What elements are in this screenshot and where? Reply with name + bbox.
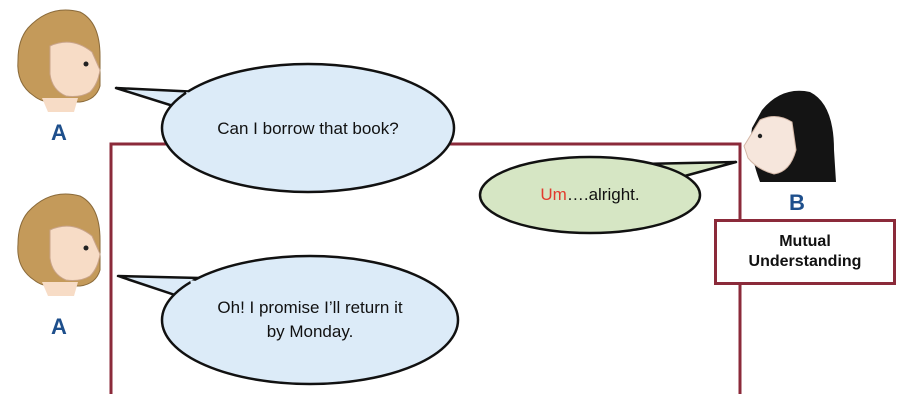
reply-speech-bubble [478, 155, 738, 235]
speaker-a-top-label: A [51, 120, 67, 145]
promise-speech-bubble [116, 254, 460, 386]
hesitation-word: Um [540, 185, 567, 204]
reply-rest: ….alright. [566, 185, 640, 204]
speaker-b-label: B [789, 190, 805, 215]
promise-line-1: Oh! I promise I’ll return it [217, 298, 403, 317]
mutual-understanding-line-1: Mutual [779, 233, 831, 250]
promise-text: Oh! I promise I’ll return it by Monday. [170, 296, 450, 344]
person-a-bottom-avatar [17, 193, 101, 296]
request-text: Can I borrow that book? [217, 119, 399, 138]
speaker-a-bottom-label: A [51, 314, 67, 339]
mutual-understanding-line-2: Understanding [748, 253, 862, 270]
request-speech-bubble [114, 62, 456, 194]
promise-line-2: by Monday. [266, 322, 354, 341]
mutual-understanding-box: Mutual Understanding [714, 219, 896, 285]
person-b-avatar [743, 90, 836, 182]
person-a-top-avatar [17, 9, 101, 112]
reply-text: Um….alright. [490, 183, 690, 207]
